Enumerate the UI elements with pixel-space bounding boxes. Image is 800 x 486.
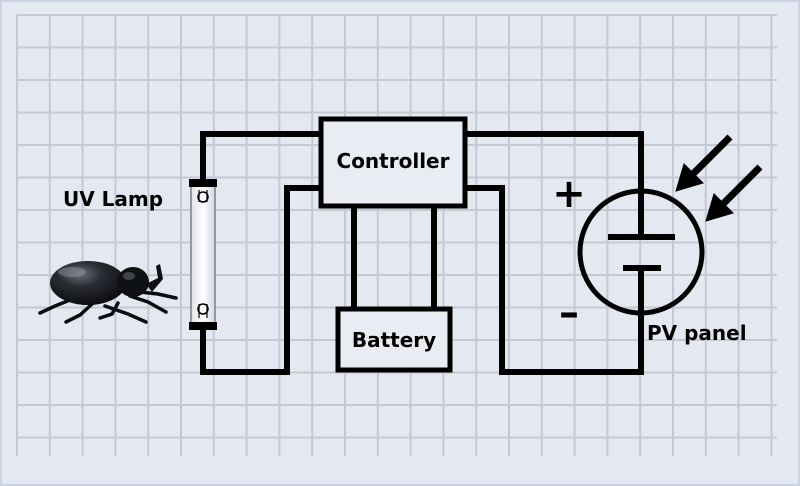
battery-label: Battery [352, 328, 436, 352]
circuit-wires [200, 131, 644, 375]
beetle-icon [38, 261, 178, 324]
uv-lamp-label: UV Lamp [63, 187, 163, 211]
controller-label: Controller [337, 149, 450, 173]
positive-sign: + [552, 171, 586, 217]
wire-controller-to-pv-positive [462, 131, 644, 197]
pv-panel-label: PV panel [647, 321, 747, 345]
wire-controller-to-pv-negative [462, 185, 644, 375]
pv-cell-symbol-icon [577, 188, 705, 316]
controller-box [318, 116, 468, 209]
sunlight-arrow-icon [675, 134, 763, 222]
wire-controller-to-lamp-bottom [200, 185, 324, 375]
uv-lamp-tube-icon [189, 179, 217, 330]
negative-sign: – [559, 290, 579, 336]
wire-lamp-top-to-controller [200, 131, 324, 184]
battery-box [335, 306, 453, 373]
